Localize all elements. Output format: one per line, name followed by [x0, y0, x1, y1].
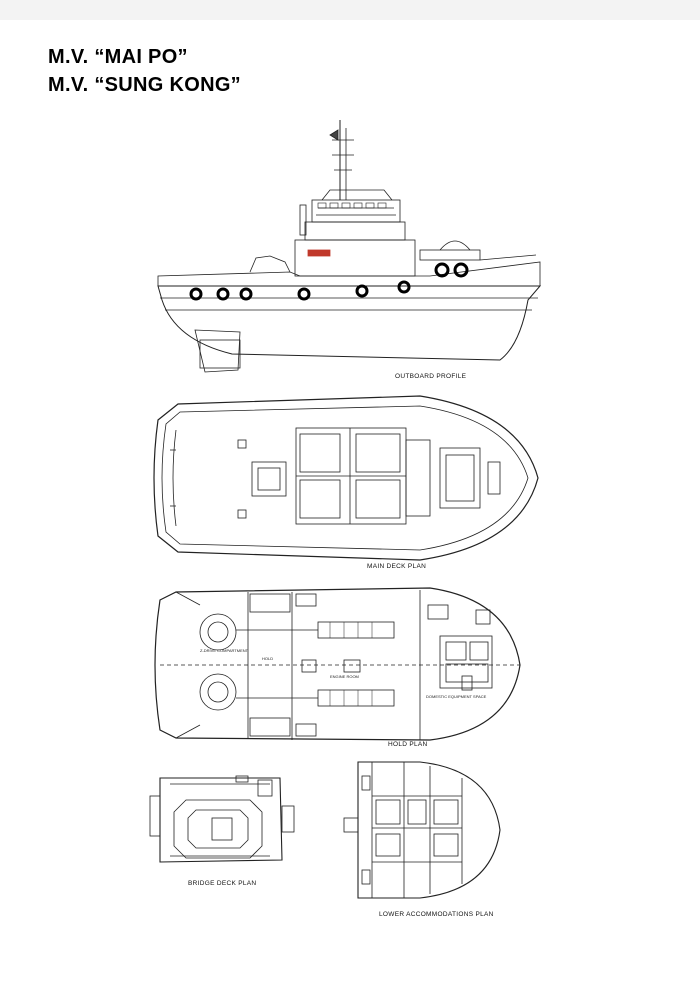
main-deck-plan-label: MAIN DECK PLAN — [367, 563, 426, 570]
bridge-deck-plan-drawing — [149, 775, 295, 863]
vessel-title-2: M.V. “SUNG KONG” — [48, 74, 241, 96]
hold-plan-label: HOLD PLAN — [388, 741, 428, 748]
hold-label: HOLD — [262, 656, 273, 661]
lower-accommodations-plan-label: LOWER ACCOMMODATIONS PLAN — [379, 911, 494, 918]
hold-plan-drawing — [154, 587, 521, 741]
top-bar — [0, 0, 700, 20]
outboard-profile-label: OUTBOARD PROFILE — [395, 373, 467, 380]
vessel-title-1: M.V. “MAI PO” — [48, 46, 188, 68]
domestic-space-label: DOMESTIC EQUIPMENT SPACE — [426, 694, 487, 699]
outboard-profile-drawing — [157, 120, 542, 373]
main-deck-plan-drawing — [153, 395, 539, 561]
bridge-deck-plan-label: BRIDGE DECK PLAN — [188, 880, 256, 887]
z-drive-label: Z-DRIVE COMPARTMENT — [200, 648, 249, 653]
engine-room-label: ENGINE ROOM — [330, 674, 359, 679]
lower-accommodations-plan-drawing — [343, 761, 501, 899]
